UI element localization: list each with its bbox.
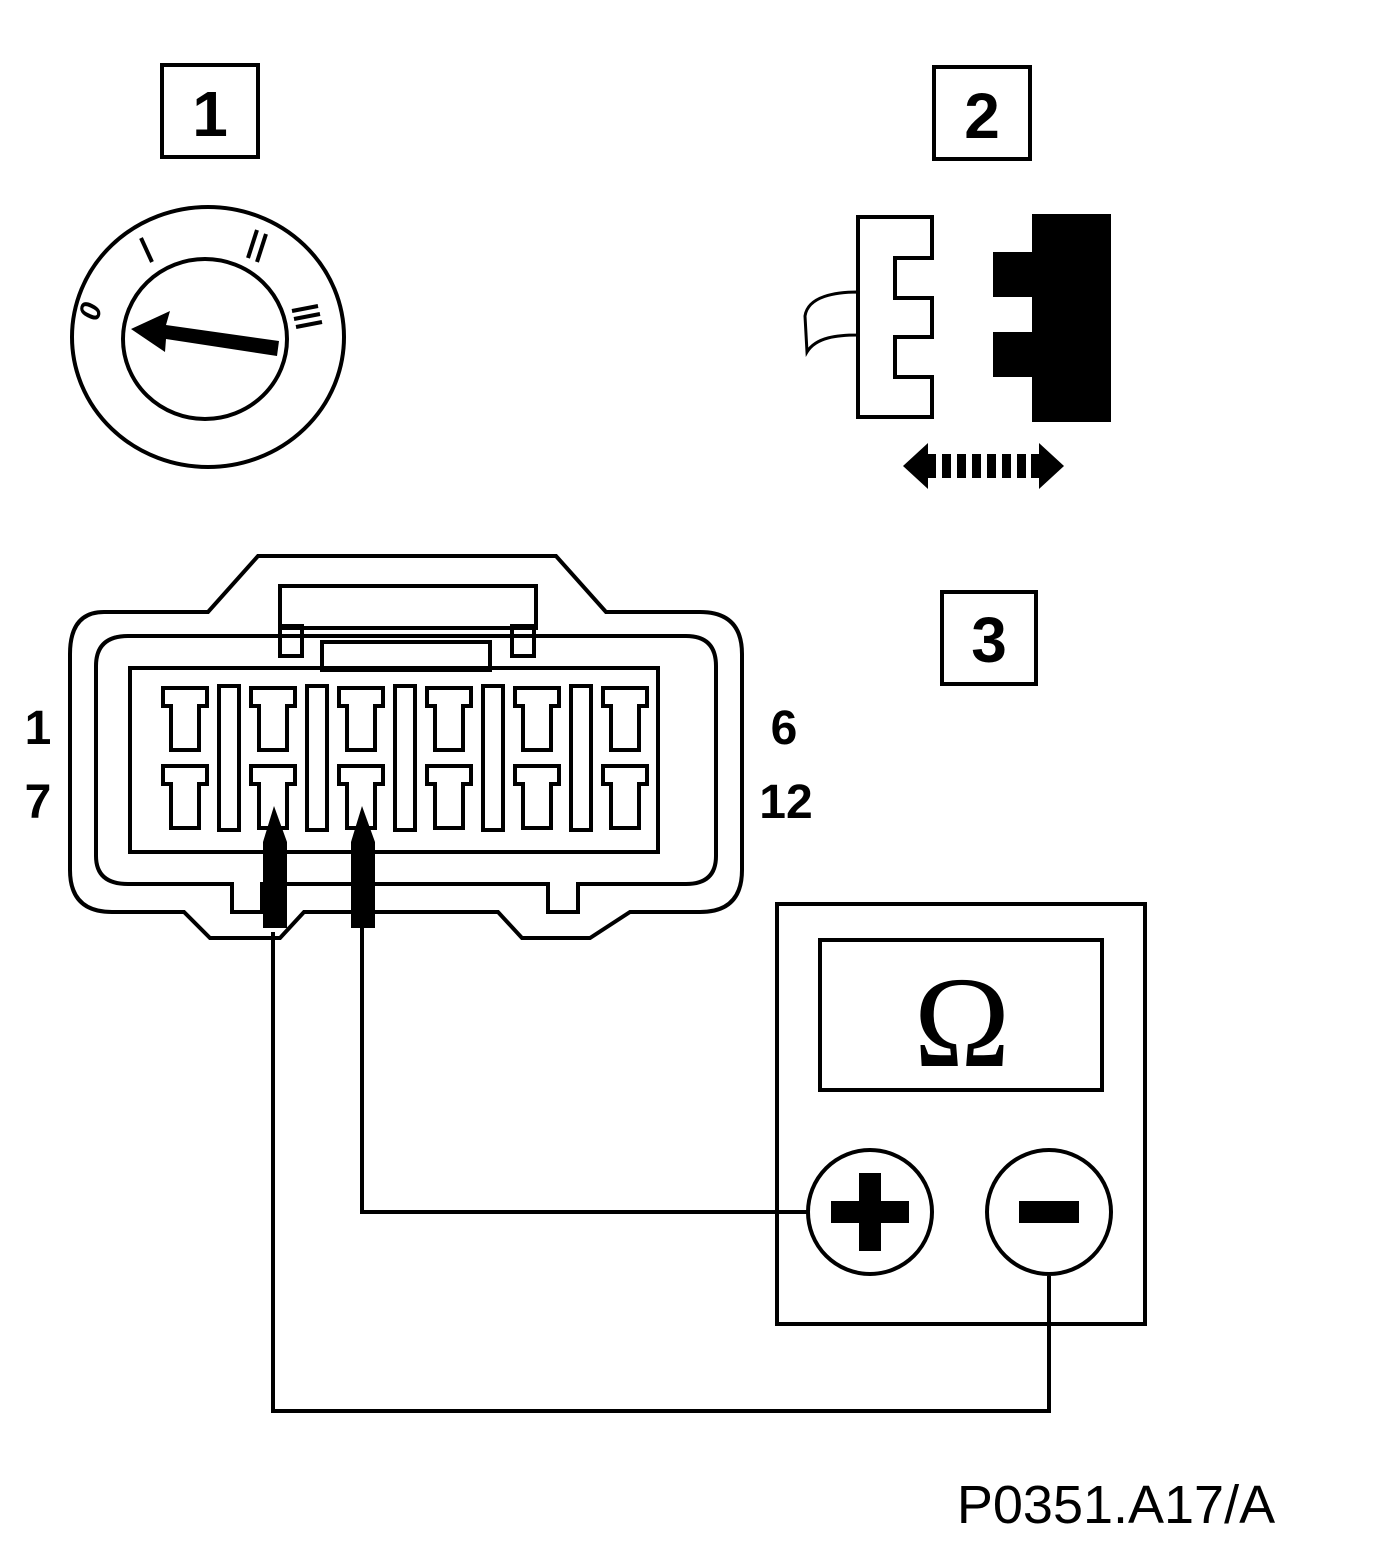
pin-separator-5 — [569, 684, 593, 832]
pin-cavity-7 — [161, 764, 209, 830]
pin-cavity-12 — [601, 764, 649, 830]
probe-left — [263, 806, 287, 928]
pin-label-1: 1 — [25, 702, 52, 755]
separate-double-arrow-icon — [903, 443, 1064, 489]
probe-right-tip-icon — [351, 806, 375, 928]
connector-pin-face — [128, 666, 660, 854]
harness-wire-icon — [803, 290, 860, 357]
pin-label-7: 7 — [25, 776, 52, 829]
dial-pointer-arrow-icon — [131, 311, 279, 356]
positive-terminal-ring — [806, 1148, 934, 1276]
pin-cavity-3 — [337, 686, 385, 752]
pin-label-6: 6 — [771, 702, 798, 755]
reference-code: P0351.A17/A — [957, 1475, 1275, 1535]
step-2-label: 2 — [964, 80, 1000, 152]
pin-separator-2 — [305, 684, 329, 832]
positive-terminal — [806, 1148, 934, 1276]
dial-mark-3c-icon — [295, 320, 323, 329]
step-1-box — [160, 63, 260, 159]
dial-knob — [121, 257, 289, 421]
pin-cavity-11 — [513, 764, 561, 830]
rotary-switch-dial: 0 — [70, 205, 346, 469]
connector-shell-outline — [68, 554, 744, 940]
dial-mark-3a-icon — [291, 304, 319, 313]
pin-cavity-9 — [337, 764, 385, 830]
probe-right — [351, 806, 375, 928]
connector-inner-outline — [94, 634, 718, 914]
connector-half-mating-icon — [993, 214, 1111, 422]
ohm-symbol: Ω — [914, 951, 1011, 1095]
pin-cavity-6 — [601, 686, 649, 752]
ohmmeter-display — [818, 938, 1104, 1092]
ohmmeter-body — [775, 902, 1147, 1326]
pin-separator-1 — [217, 684, 241, 832]
positive-test-lead — [360, 928, 808, 1214]
probe-left-tip-icon — [263, 806, 287, 928]
dial-mark-1-icon — [139, 237, 154, 263]
pin-label-12: 12 — [759, 776, 812, 829]
pin-cavity-2 — [249, 686, 297, 752]
pin-cavity-5 — [513, 686, 561, 752]
pin-cavity-8 — [249, 764, 297, 830]
dial-outer-ring — [70, 205, 346, 469]
plus-icon-v — [859, 1173, 881, 1251]
connector-half-open-icon — [856, 215, 934, 419]
negative-terminal-ring — [985, 1148, 1113, 1276]
pin-separator-4 — [481, 684, 505, 832]
latch-left-tab — [278, 624, 304, 658]
dial-mark-0: 0 — [73, 299, 109, 324]
latch-center-bar — [320, 640, 492, 672]
step-3-label: 3 — [971, 604, 1007, 676]
dial-mark-2a-icon — [246, 229, 259, 259]
step-2-badge: 2 — [932, 65, 1032, 161]
pin-cavities — [161, 684, 649, 832]
negative-terminal — [985, 1148, 1113, 1276]
step-1-label: 1 — [192, 78, 228, 150]
step-3-badge: 3 — [940, 590, 1038, 686]
dial-mark-3b-icon — [293, 312, 321, 321]
step-2-box — [932, 65, 1032, 161]
pin-cavity-1 — [161, 686, 209, 752]
pin-cavity-4 — [425, 686, 473, 752]
twelve-pin-connector — [68, 554, 744, 940]
connector-disconnect-illustration — [803, 214, 1111, 489]
negative-test-lead — [271, 932, 1051, 1413]
latch-right-tab — [510, 624, 536, 658]
step-3-box — [940, 590, 1038, 686]
connector-latch — [278, 584, 538, 630]
pin-separator-3 — [393, 684, 417, 832]
step-1-badge: 1 — [160, 63, 260, 159]
ohmmeter: Ω — [775, 902, 1147, 1326]
dial-mark-2b-icon — [255, 233, 268, 263]
minus-icon — [1019, 1201, 1079, 1223]
pin-cavity-10 — [425, 764, 473, 830]
